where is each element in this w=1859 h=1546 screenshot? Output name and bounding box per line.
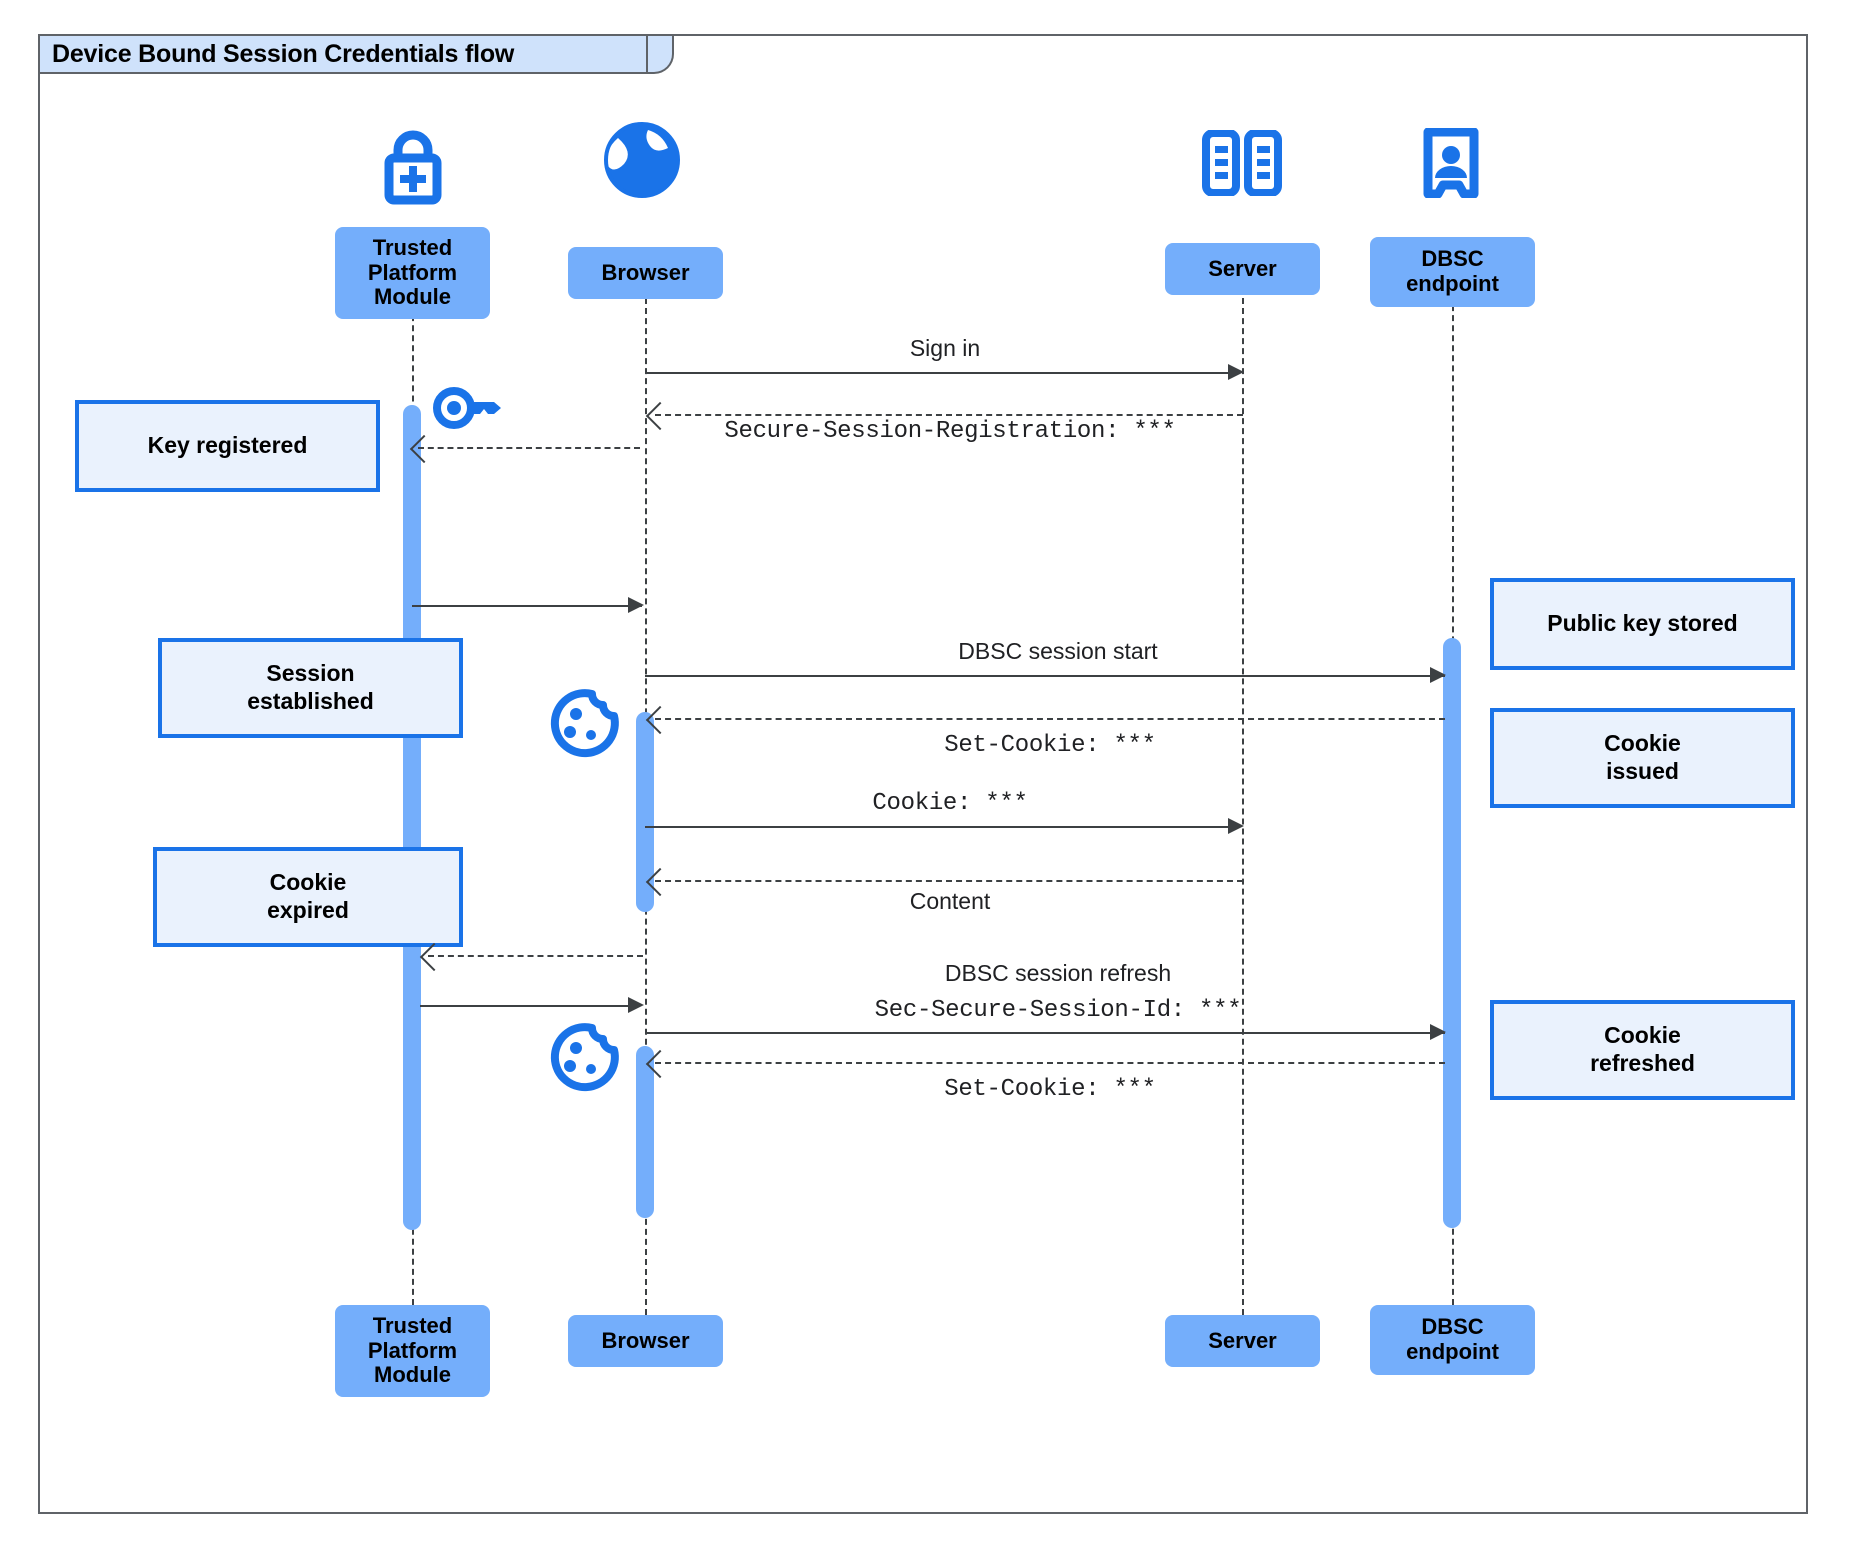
globe-icon: [600, 118, 684, 207]
message-label-cookie: Cookie: ***: [872, 790, 1028, 817]
frame-title: Device Bound Session Credentials flow: [38, 34, 648, 74]
lifeline-server: [1242, 248, 1244, 1315]
activation-tpm: [403, 405, 421, 1230]
message-label-set-cookie-1: Set-Cookie: ***: [944, 732, 1156, 759]
message-label-set-cookie-2: Set-Cookie: ***: [944, 1076, 1156, 1103]
message-label-secure-session-registration: Secure-Session-Registration: ***: [724, 418, 1176, 445]
participant-tpm[interactable]: Trusted Platform Module: [335, 227, 490, 319]
participant-server[interactable]: Server: [1165, 243, 1320, 295]
note-cookie-expired: Cookie expired: [153, 847, 463, 947]
participant-bottom-dbsc[interactable]: DBSC endpoint: [1370, 1305, 1535, 1375]
message-line-content: [655, 880, 1243, 882]
activation-browser-2: [636, 1046, 654, 1218]
message-line-sign-in: [645, 372, 1235, 374]
arrowhead-right: [628, 997, 644, 1013]
note-key-registered: Key registered: [75, 400, 380, 492]
cookie-icon: [548, 1022, 620, 1099]
message-line-cookie: [645, 826, 1235, 828]
key-icon: [432, 385, 510, 436]
activation-dbsc: [1443, 638, 1461, 1228]
note-cookie-refreshed: Cookie refreshed: [1490, 1000, 1795, 1100]
message-label-sign-in: Sign in: [909, 335, 981, 361]
arrowhead-right: [628, 597, 644, 613]
message-label-sec-secure-session-id: Sec-Secure-Session-Id: ***: [874, 997, 1242, 1024]
padlock-plus-icon: [372, 128, 454, 211]
activation-browser-1: [636, 712, 654, 912]
message-line-dbsc-session-refresh: [645, 1032, 1445, 1034]
message-line-cookie-expired-return: [428, 955, 643, 957]
arrowhead-right: [1430, 1024, 1446, 1040]
message-line-tpm-sign: [420, 1005, 630, 1007]
arrowhead-right: [1228, 818, 1244, 834]
message-line-tpm-register: [418, 447, 640, 449]
message-label-dbsc-session-refresh: DBSC session refresh: [944, 960, 1172, 986]
participant-bottom-tpm[interactable]: Trusted Platform Module: [335, 1305, 490, 1397]
message-label-content: Content: [909, 888, 991, 914]
participant-dbsc[interactable]: DBSC endpoint: [1370, 237, 1535, 307]
note-cookie-issued: Cookie issued: [1490, 708, 1795, 808]
arrowhead-right: [1228, 364, 1244, 380]
participant-bottom-server[interactable]: Server: [1165, 1315, 1320, 1367]
participant-browser[interactable]: Browser: [568, 247, 723, 299]
message-line-secure-session-registration: [655, 414, 1243, 416]
message-line-set-cookie-2: [655, 1062, 1445, 1064]
cookie-icon: [548, 688, 620, 765]
note-session-established: Session established: [158, 638, 463, 738]
arrowhead-right: [1430, 667, 1446, 683]
message-label-dbsc-session-start: DBSC session start: [958, 638, 1158, 664]
id-badge-icon: [1420, 127, 1482, 203]
message-line-tpm-to-browser: [412, 605, 642, 607]
server-rack-icon: [1200, 129, 1284, 201]
participant-bottom-browser[interactable]: Browser: [568, 1315, 723, 1367]
message-line-set-cookie-1: [655, 718, 1445, 720]
message-line-dbsc-session-start: [645, 675, 1445, 677]
note-public-key-stored: Public key stored: [1490, 578, 1795, 670]
